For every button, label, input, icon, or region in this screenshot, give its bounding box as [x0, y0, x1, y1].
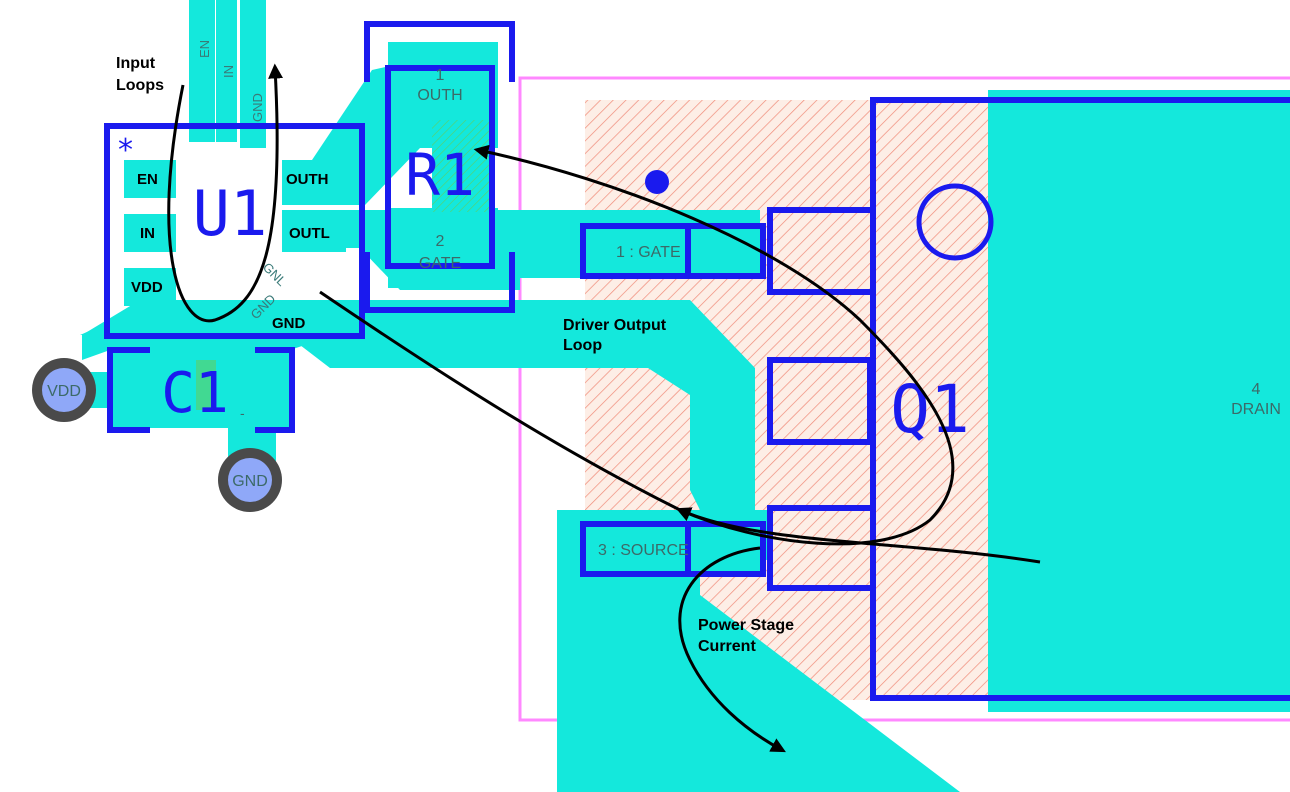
q1-orientation-circle	[916, 183, 994, 261]
q1-pin1-dot	[645, 170, 669, 194]
r1-pad2-net: GATE	[419, 255, 461, 272]
c1-outline	[107, 347, 295, 433]
q1-gate-lead	[767, 207, 873, 295]
r1-ref: R1	[405, 141, 475, 209]
via-gnd-label: GND	[232, 473, 268, 490]
trace-gnd-return	[300, 300, 755, 510]
q1-source-pad[interactable]	[585, 524, 765, 574]
c1-ref: C1	[161, 361, 228, 426]
q1-drain-num: 4	[1252, 381, 1261, 398]
r1-body-hatch	[432, 120, 492, 212]
u1-pin-gnd-label: GND	[272, 315, 306, 332]
via-gnd[interactable]: GND	[218, 448, 282, 512]
net-label-gnd: GND	[250, 93, 265, 122]
via-vdd[interactable]: VDD	[32, 358, 96, 422]
driver-output-label-2: Loop	[563, 337, 602, 354]
u1-pin-vdd-label: VDD	[131, 279, 163, 296]
u1-pad-vdd[interactable]	[124, 268, 176, 306]
u1-outline	[104, 123, 365, 339]
c1-body-hatch	[196, 360, 216, 410]
source-copper	[557, 510, 960, 792]
r1-pad1-net: OUTH	[417, 87, 462, 104]
r1-inner-outline	[385, 65, 495, 269]
r1-pad2-num: 2	[436, 233, 445, 250]
u1-pad-outl[interactable]	[282, 214, 346, 252]
trace-u1-c1	[82, 300, 320, 360]
power-stage-label-1: Power Stage	[698, 617, 794, 634]
driver-output-return-arrow	[675, 507, 1041, 564]
driver-output-loop-arrow	[319, 144, 955, 546]
net-label-en: EN	[197, 40, 212, 58]
power-stage-current-arrow	[678, 546, 786, 753]
power-stage-label-2: Current	[698, 638, 756, 655]
u1-pad-outh[interactable]	[282, 160, 346, 198]
input-loop-arrow	[167, 63, 284, 323]
u1-pin-outl-label: OUTL	[289, 225, 330, 242]
q1-mid-lead	[767, 357, 873, 445]
u1-pin1-marker: *	[118, 133, 133, 168]
input-loops-label-2: Loops	[116, 77, 164, 94]
q1-gate-label: 1 : GATE	[616, 244, 681, 261]
r1-outline	[364, 21, 515, 313]
r1-pad2[interactable]	[388, 208, 498, 288]
q1-source-label: 3 : SOURCE	[598, 542, 689, 559]
u1-pin-outh-label: OUTH	[286, 171, 329, 188]
q1-source-pad-outline	[580, 521, 766, 577]
u1-pad-gnd[interactable]	[270, 300, 340, 338]
q1-drain-name: DRAIN	[1231, 401, 1281, 418]
q1-ref: Q1	[890, 371, 969, 448]
u1-pin-in-label: IN	[140, 225, 155, 242]
c1-minus-mark: -	[240, 405, 245, 421]
q1-gate-pad[interactable]	[585, 226, 765, 276]
q1-courtyard-outline	[518, 76, 1290, 722]
trace-in	[216, 0, 237, 142]
trace-en	[189, 0, 215, 142]
input-loops-label-1: Input	[116, 55, 156, 72]
q1-source-lead	[767, 505, 873, 591]
drain-pad[interactable]	[988, 90, 1290, 712]
u1-ref: U1	[193, 177, 268, 250]
via-vdd-label: VDD	[47, 383, 81, 400]
driver-output-label-1: Driver Output	[563, 317, 667, 334]
r1-pad1-num: 1	[436, 67, 445, 84]
net-label-in: IN	[221, 65, 236, 78]
u1-pin-en-label: EN	[137, 171, 158, 188]
u1-pad-en[interactable]	[124, 160, 176, 198]
